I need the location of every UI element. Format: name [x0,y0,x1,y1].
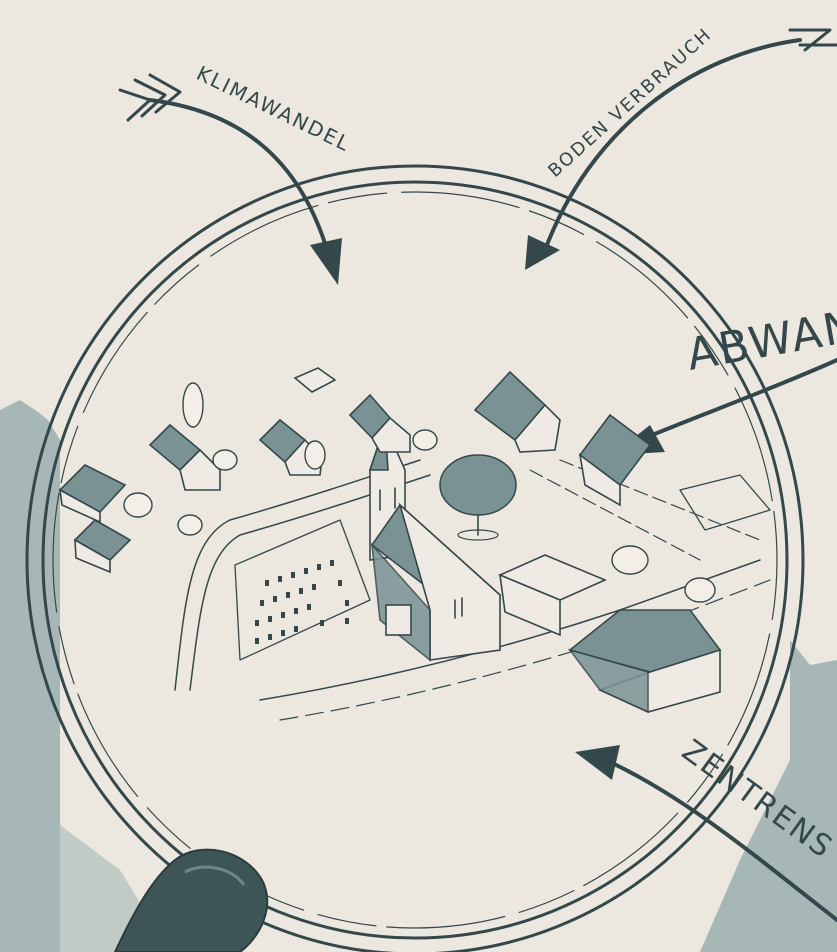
village [60,368,770,720]
label-klimawandel: KLIMAWANDEL [193,61,355,156]
label-bodenverbrauch: BODEN VERBRAUCH [544,24,716,182]
cemetery [235,520,370,660]
